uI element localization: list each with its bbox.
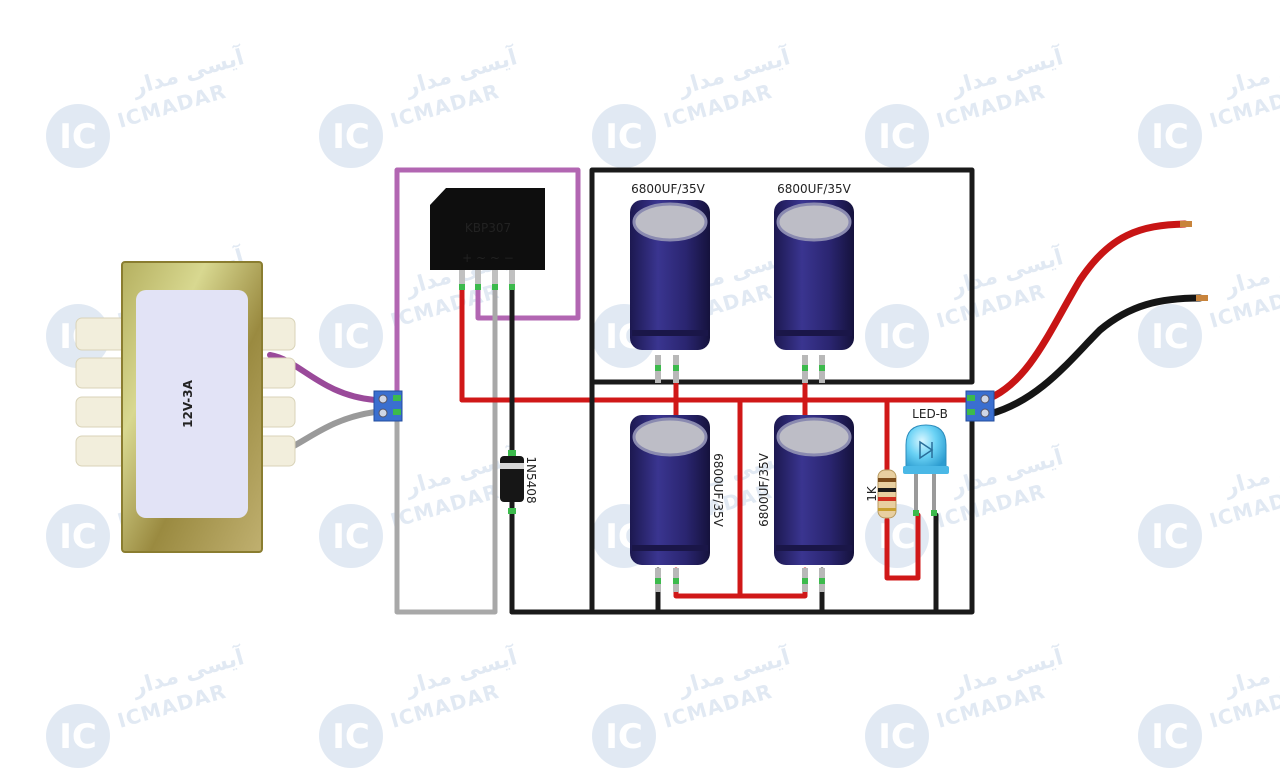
wires	[267, 167, 1204, 615]
svg-text:IC: IC	[1151, 517, 1189, 557]
capacitor-3-label: 6800UF/35V	[711, 453, 725, 528]
capacitors: 6800UF/35V 6800UF/35V 6800UF/35V	[630, 182, 854, 592]
terminal-input	[373, 390, 403, 422]
svg-text:IC: IC	[878, 317, 916, 357]
svg-text:IC: IC	[878, 517, 916, 557]
wire-cap4-red-bottom	[737, 567, 808, 599]
svg-text:IC: IC	[59, 517, 97, 557]
capacitor-4-label: 6800UF/35V	[757, 452, 771, 527]
led-label: LED-B	[912, 407, 948, 421]
svg-text:IC: IC	[1151, 117, 1189, 157]
svg-text:IC: IC	[332, 717, 370, 757]
wire-black-top-frame	[589, 167, 975, 615]
svg-text:IC: IC	[332, 117, 370, 157]
wire-resistor-bottom	[884, 512, 921, 581]
svg-text:IC: IC	[59, 717, 97, 757]
capacitor-1: 6800UF/35V	[630, 182, 710, 383]
diode-label: 1N5408	[524, 456, 538, 503]
wire-purple-ac	[394, 167, 581, 401]
resistor: 1K	[865, 469, 897, 519]
svg-text:IC: IC	[1151, 317, 1189, 357]
led: LED-B	[903, 407, 949, 516]
svg-text:IC: IC	[332, 517, 370, 557]
svg-text:IC: IC	[605, 717, 643, 757]
wire-output-red	[986, 220, 1189, 402]
transformer: 12V-3A	[75, 261, 296, 553]
capacitor-4: 6800UF/35V	[757, 415, 854, 592]
resistor-label: 1K	[865, 485, 879, 502]
bridge-rectifier: KBP307 + ~ ~ −	[430, 188, 545, 290]
capacitor-2-label: 6800UF/35V	[777, 182, 852, 196]
bridge-label: KBP307	[465, 221, 511, 235]
output-red-tip	[1180, 221, 1192, 227]
svg-text:IC: IC	[59, 117, 97, 157]
bridge-pins: + ~ ~ −	[462, 251, 514, 265]
capacitor-2: 6800UF/35V	[774, 182, 854, 383]
capacitor-3: 6800UF/35V	[630, 415, 725, 592]
wire-black-bottom-bus	[509, 399, 975, 615]
output-black-tip	[1196, 295, 1208, 301]
svg-text:IC: IC	[878, 717, 916, 757]
wire-output-black	[986, 294, 1204, 418]
diode: 1N5408	[500, 450, 538, 514]
terminal-output	[965, 390, 995, 422]
capacitor-1-label: 6800UF/35V	[631, 182, 706, 196]
transformer-label: 12V-3A	[181, 379, 195, 427]
svg-text:IC: IC	[605, 117, 643, 157]
svg-text:IC: IC	[878, 117, 916, 157]
svg-text:IC: IC	[1151, 717, 1189, 757]
svg-text:IC: IC	[332, 317, 370, 357]
wire-gray-ac	[394, 285, 498, 615]
